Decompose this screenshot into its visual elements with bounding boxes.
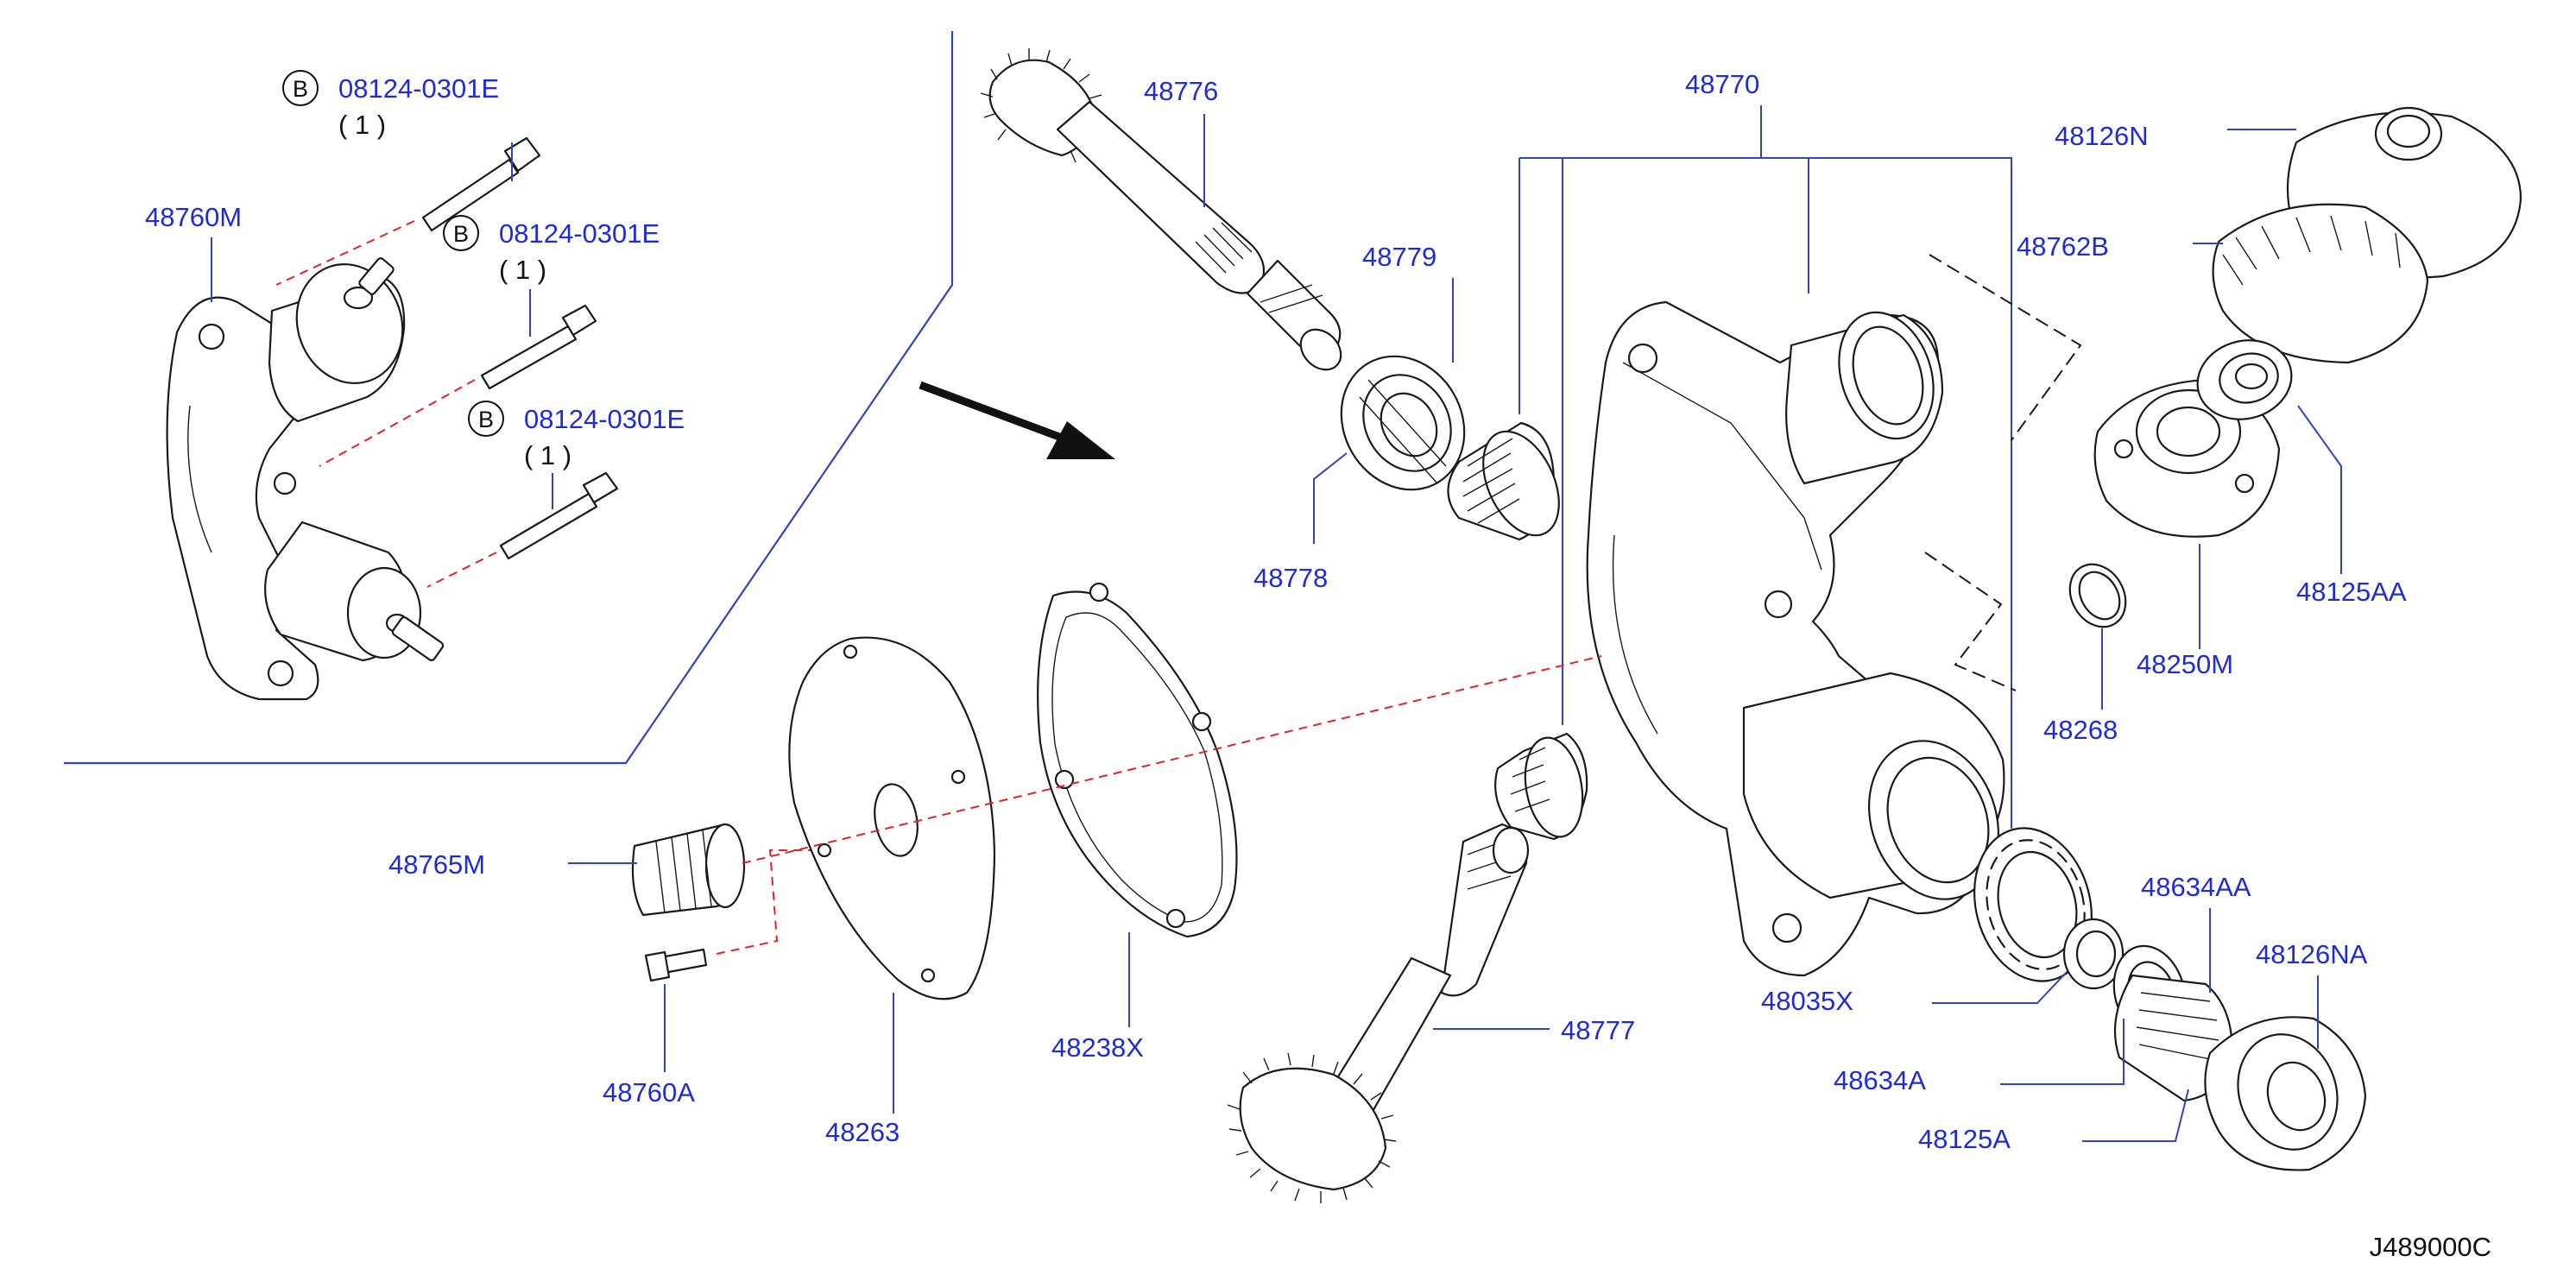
bolt-lower (499, 471, 619, 560)
label-48777: 48777 (1561, 1015, 1635, 1045)
label-48263: 48263 (825, 1117, 900, 1147)
label-48634aa: 48634AA (2141, 872, 2251, 902)
ball-bearing-48035x (1973, 827, 2093, 982)
diagram-code: J489000C (2370, 1232, 2491, 1262)
side-cover-48263 (788, 636, 996, 1000)
bolt-link-lower (426, 552, 497, 588)
label-48779: 48779 (1362, 242, 1436, 272)
bolt-callout-2: B 08124-0301E ( 1 ) (443, 215, 660, 337)
bolt-link-upper (275, 220, 415, 286)
bolt-link-48760a (716, 849, 820, 955)
leader-48770 (1518, 105, 2012, 829)
snap-ring-48268 (2068, 563, 2127, 628)
label-48778: 48778 (1253, 563, 1328, 593)
bolt-callout-3: B 08124-0301E ( 1 ) (468, 401, 685, 509)
label-48125aa: 48125AA (2296, 577, 2407, 607)
label-48776: 48776 (1144, 76, 1218, 106)
direction-arrow-icon (919, 381, 1115, 459)
gear-housing-48770 (1586, 300, 2005, 977)
adjusting-nut-48762b (2212, 203, 2429, 364)
inset-gear-box-assembly (166, 257, 445, 701)
label-48634a: 48634A (1834, 1065, 1926, 1095)
cap-48126na (2204, 1016, 2367, 1171)
badge-b: B (453, 221, 469, 247)
label-48268: 48268 (2043, 715, 2118, 745)
label-08124-0301e: 08124-0301E (338, 73, 499, 104)
plug-48125aa (2196, 339, 2293, 420)
pinion-shaft-48776 (980, 48, 1342, 371)
label-48760a: 48760A (603, 1077, 695, 1107)
bolt-link-middle (319, 379, 476, 467)
bolt-48760a (644, 948, 708, 982)
label-48770: 48770 (1685, 69, 1759, 99)
bracket-48762b (1924, 254, 2082, 691)
label-48765m: 48765M (388, 849, 485, 880)
qty-label: ( 1 ) (338, 110, 386, 140)
adjusting-screw-48765m (631, 823, 746, 917)
sector-shaft-48777 (1227, 823, 1530, 1203)
needle-bearing-lower (1494, 732, 1588, 841)
label-48035x: 48035X (1761, 986, 1853, 1016)
gasket-48238x (1037, 582, 1238, 938)
qty-label: ( 1 ) (499, 255, 546, 285)
label-48125a: 48125A (1918, 1124, 2011, 1154)
qty-label: ( 1 ) (524, 440, 571, 470)
alignment-line-red (742, 655, 1602, 864)
needle-bearing-upper (1447, 421, 1560, 541)
label-48762b: 48762B (2017, 231, 2109, 262)
bolt-middle (480, 304, 597, 390)
label-48126n: 48126N (2055, 121, 2149, 151)
badge-b: B (478, 407, 494, 432)
bolt-callout-1: B 08124-0301E ( 1 ) (282, 70, 513, 181)
bolt-upper (421, 136, 541, 232)
label-08124-0301e: 08124-0301E (499, 218, 660, 249)
label-48238x: 48238X (1051, 1032, 1144, 1063)
label-48760m: 48760M (145, 202, 242, 232)
seal-ring-48634a (2062, 918, 2125, 990)
badge-b: B (293, 76, 308, 102)
inset-panel-border (64, 31, 954, 765)
label-48250m: 48250M (2137, 649, 2233, 679)
oil-seal-48779 (1340, 355, 1466, 491)
label-08124-0301e: 08124-0301E (524, 404, 685, 434)
label-48126na: 48126NA (2256, 939, 2368, 969)
